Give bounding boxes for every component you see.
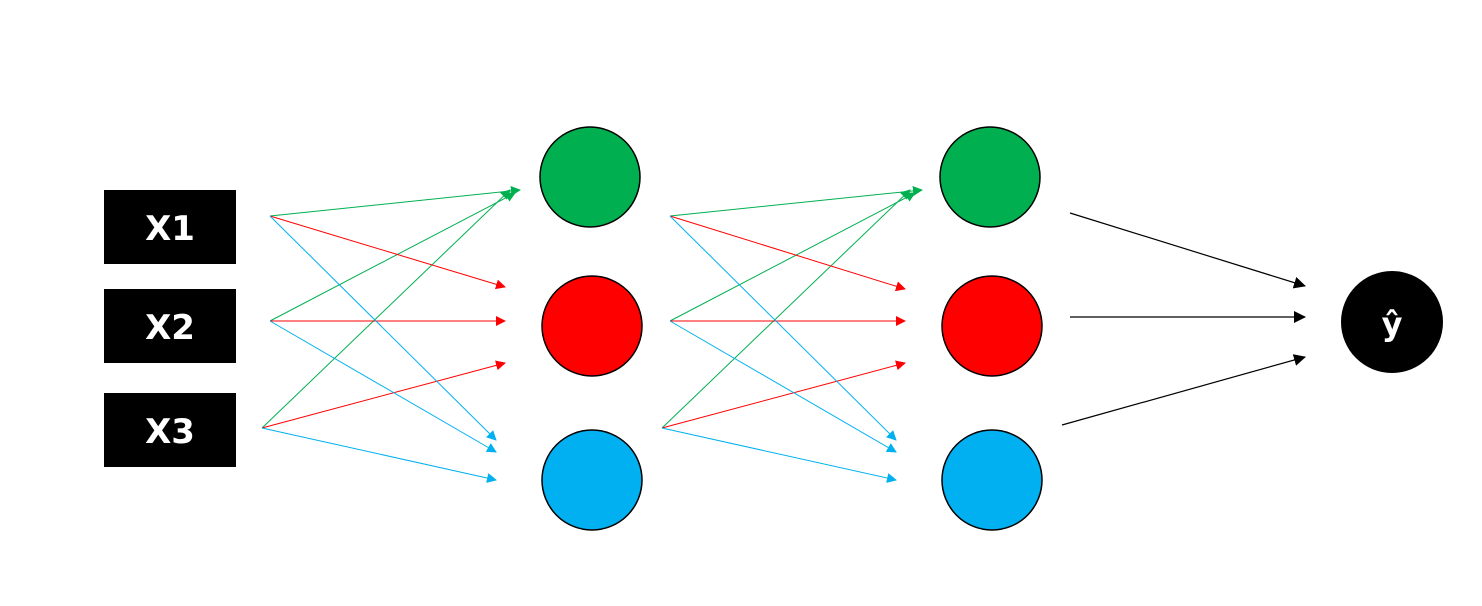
input-node-x2: X2 bbox=[104, 289, 236, 363]
edge-h1a-to-h2-blue bbox=[669, 215, 897, 441]
input-label-x1: X1 bbox=[145, 209, 195, 249]
edge-h1b-to-h2-green bbox=[669, 192, 916, 322]
edge-h1a-to-h2-red bbox=[669, 215, 906, 292]
edge-h2a-to-output bbox=[1069, 212, 1306, 289]
hidden2-neuron-red bbox=[941, 275, 1043, 377]
input-layer: X1 X2 X3 bbox=[104, 190, 236, 467]
hidden1-neuron-blue bbox=[541, 429, 643, 531]
edge-x1-to-h1-red bbox=[269, 215, 506, 290]
input-label-x3: X3 bbox=[145, 412, 195, 452]
edge-x3-to-h1-green bbox=[261, 189, 511, 429]
edge-x3-to-h1-red bbox=[261, 360, 506, 429]
hidden1-neuron-green bbox=[539, 126, 641, 228]
hidden2-neuron-blue bbox=[941, 429, 1043, 531]
edge-h1b-to-h2-blue bbox=[669, 320, 897, 453]
hidden-layer-1 bbox=[539, 126, 643, 531]
edges-hidden2-to-output bbox=[1061, 212, 1306, 426]
output-node: ŷ bbox=[1341, 271, 1443, 373]
edge-h1c-to-h2-blue bbox=[661, 427, 897, 483]
edge-h1c-to-h2-green bbox=[661, 189, 911, 429]
edges-hidden1-to-hidden2 bbox=[661, 185, 923, 483]
edge-x3-to-h1-blue bbox=[261, 427, 497, 483]
hidden2-neuron-green bbox=[939, 126, 1041, 228]
edge-h1a-to-h2-green bbox=[669, 185, 923, 217]
hidden1-neuron-red bbox=[541, 275, 643, 377]
hidden-layer-2 bbox=[939, 126, 1043, 531]
output-label: ŷ bbox=[1382, 305, 1403, 343]
edge-x2-to-h1-green bbox=[269, 192, 516, 322]
edge-h1c-to-h2-red bbox=[661, 360, 906, 429]
edge-h2c-to-output bbox=[1061, 354, 1306, 426]
input-node-x3: X3 bbox=[104, 393, 236, 467]
edge-x1-to-h1-green bbox=[269, 185, 521, 217]
input-node-x1: X1 bbox=[104, 190, 236, 264]
edge-x1-to-h1-blue bbox=[269, 215, 497, 441]
input-label-x2: X2 bbox=[145, 308, 195, 348]
edges-input-to-hidden1 bbox=[261, 185, 521, 483]
edge-x2-to-h1-blue bbox=[269, 320, 497, 453]
